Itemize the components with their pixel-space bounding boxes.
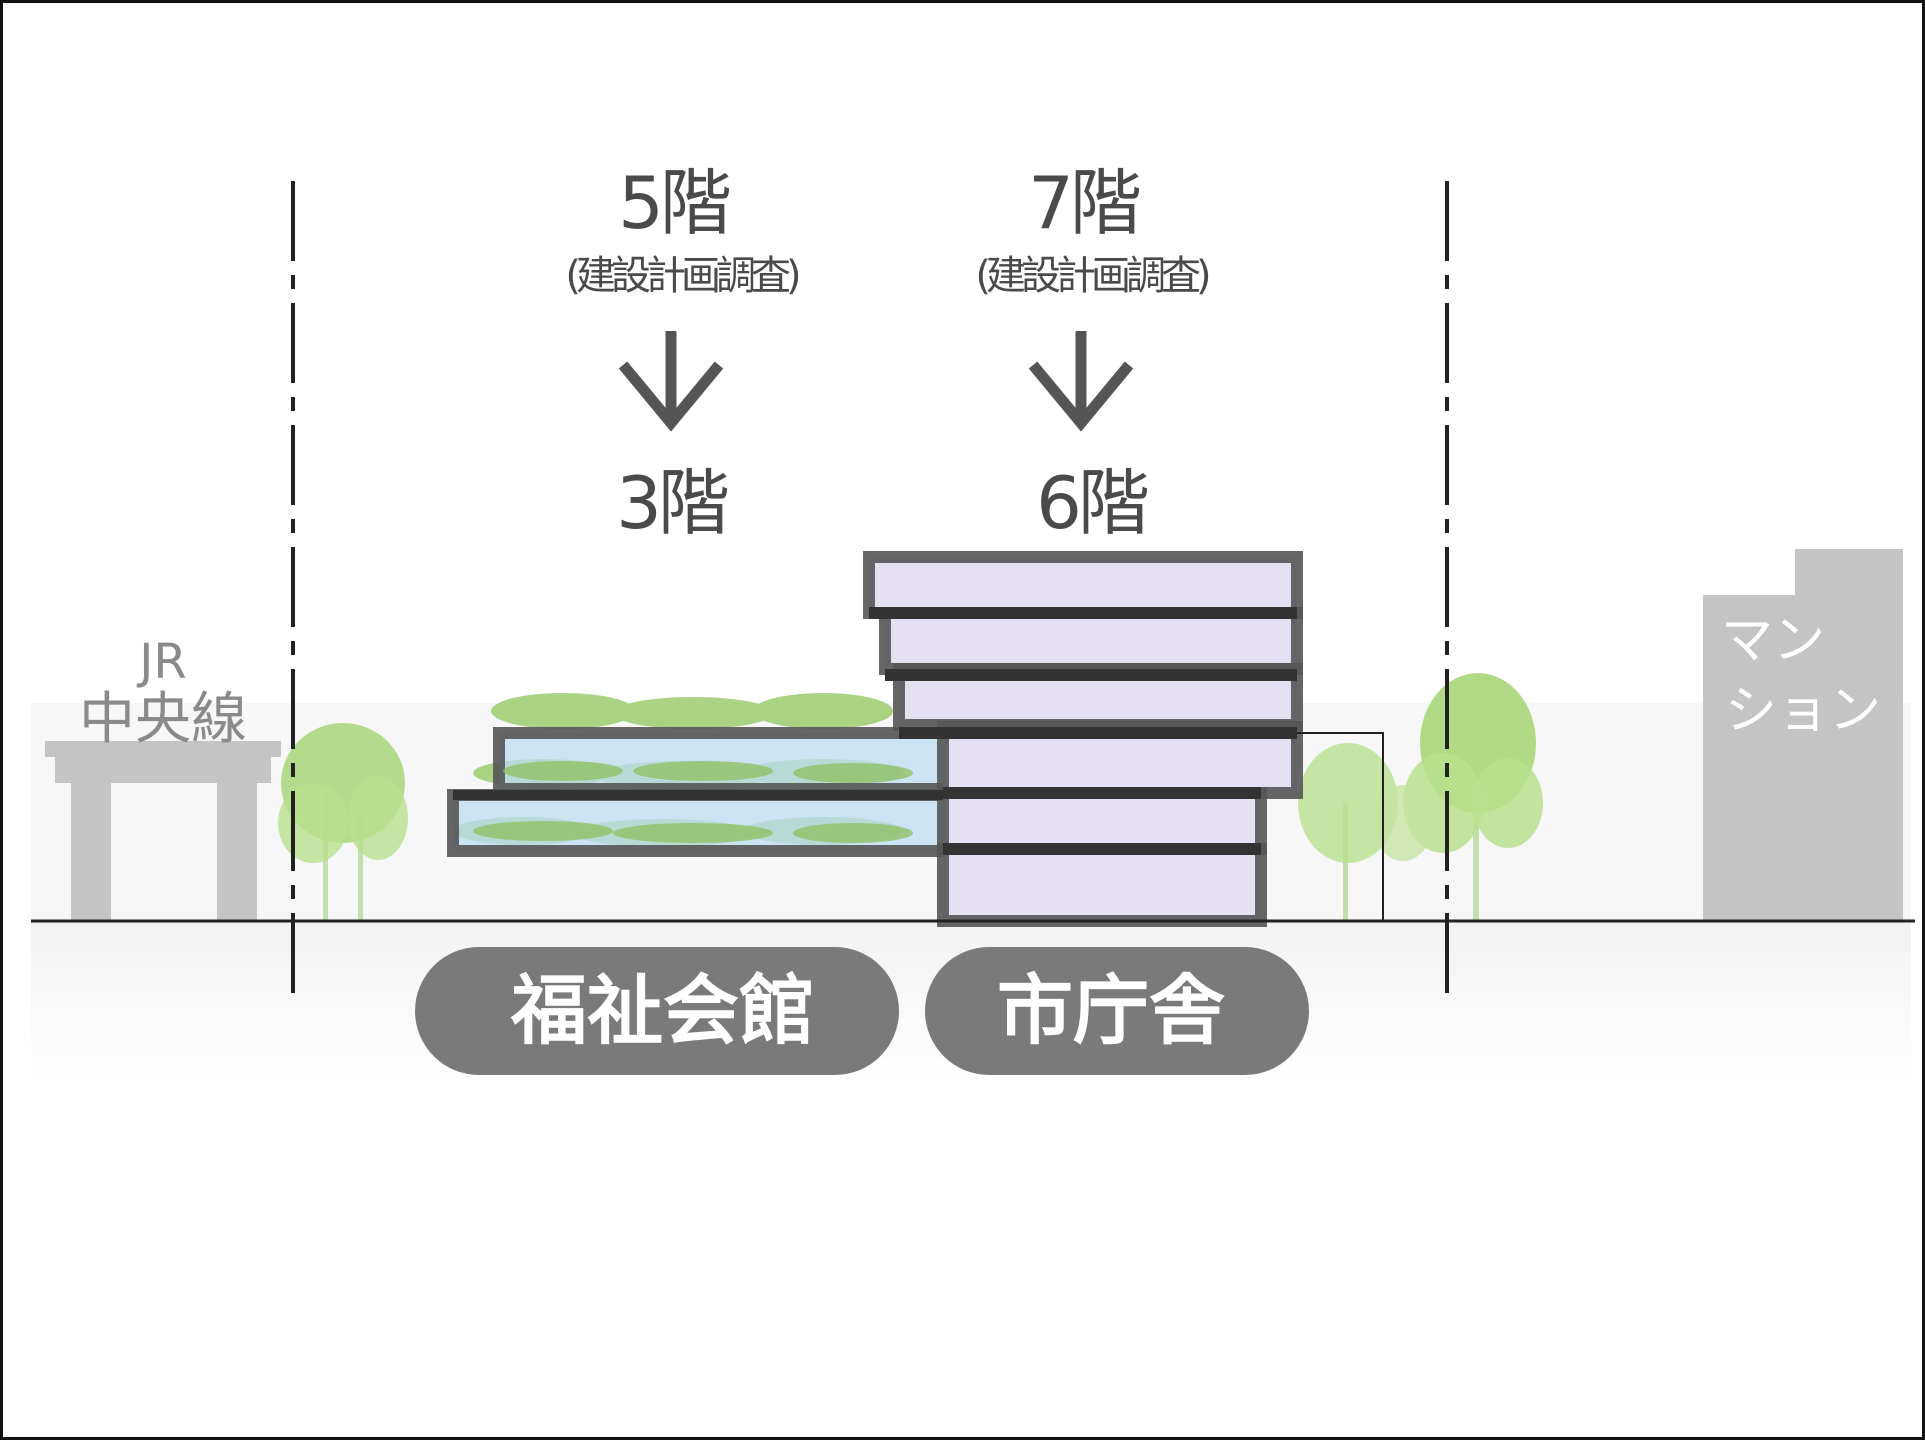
- fukushi-name: 福祉会館: [510, 966, 815, 1055]
- tree-right-3: [1373, 785, 1433, 861]
- chosha-floor-1: [937, 843, 1267, 927]
- tree-right-1: [1298, 743, 1398, 921]
- chosha-floor-5: [879, 607, 1303, 675]
- chosha-after-floors: 6階: [1036, 461, 1148, 545]
- mansion-building: [1703, 549, 1903, 921]
- diagram-svg: JR 中央線 マン ション: [31, 161, 1915, 1081]
- chosha-before-floors: 7階: [1028, 161, 1140, 245]
- mansion-label-line2: ション: [1725, 681, 1881, 741]
- fukushi-note: (建設計画調査): [565, 253, 799, 299]
- jr-label-line2: 中央線: [79, 687, 247, 752]
- mansion-label-line1: マン: [1721, 611, 1825, 671]
- fukushi-name-pill: 福祉会館: [415, 947, 899, 1075]
- jr-viaduct: [45, 741, 281, 921]
- fukushi-before-floors: 5階: [618, 161, 730, 245]
- chosha-name: 市庁舎: [997, 966, 1225, 1055]
- chosha-name-pill: 市庁舎: [925, 947, 1309, 1075]
- fukushi-greenery-overlay: [473, 761, 913, 843]
- tree-left: [278, 723, 408, 921]
- chosha-building: [453, 551, 1384, 927]
- chosha-down-arrow-icon: [1028, 331, 1134, 432]
- jr-label-line1: JR: [136, 634, 187, 690]
- chosha-floor-2: [937, 787, 1267, 855]
- chosha-floor-6: [863, 551, 1303, 619]
- fukushi-down-arrow-icon: [618, 331, 724, 432]
- chosha-note: (建設計画調査): [975, 253, 1209, 299]
- fukushi-after-floors: 3階: [616, 461, 728, 545]
